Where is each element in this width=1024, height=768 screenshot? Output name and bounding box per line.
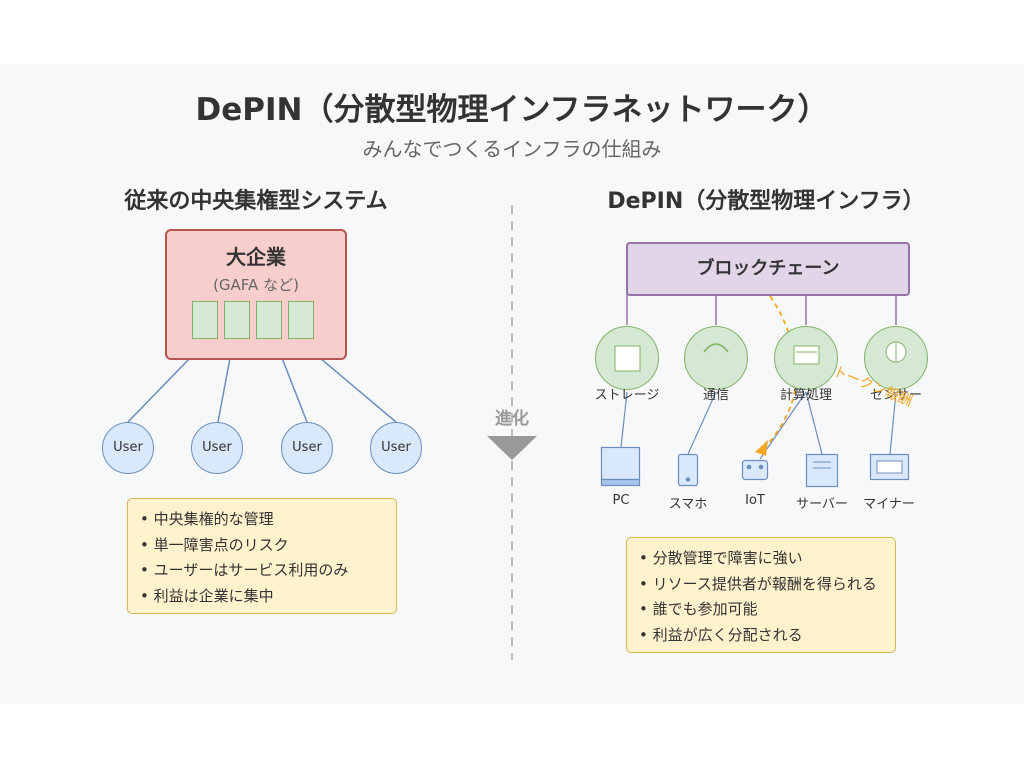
- storage-icon: [614, 345, 641, 372]
- left-section-title: 従来の中央集権型システム: [124, 189, 388, 214]
- blockchain-box: ブロックチェーン: [626, 242, 910, 296]
- node-storage: [595, 326, 659, 390]
- enterprise-block: [256, 301, 282, 339]
- left-note-item: 利益は企業に集中: [140, 584, 396, 610]
- left-note-item: ユーザーはサービス利用のみ: [140, 558, 396, 584]
- left-note-item: 単一障害点のリスク: [140, 533, 396, 559]
- signal-icon: [703, 343, 729, 353]
- token-arrowhead-icon: [755, 440, 768, 456]
- right-notes: 分散管理で障害に強い リソース提供者が報酬を得られる 誰でも参加可能 利益が広く…: [626, 537, 896, 653]
- node-sensor: [864, 326, 928, 390]
- user-node: User: [191, 422, 243, 474]
- enterprise-block: [192, 301, 218, 339]
- pc-icon: [600, 446, 641, 487]
- smartphone-icon: [677, 453, 699, 487]
- right-note-item: リソース提供者が報酬を得られる: [639, 572, 895, 598]
- right-note-item: 利益が広く分配される: [639, 623, 895, 649]
- left-notes: 中央集権的な管理 単一障害点のリスク ユーザーはサービス利用のみ 利益は企業に集…: [127, 498, 397, 614]
- connector-user-2: [217, 357, 231, 423]
- connector-user-1: [127, 357, 191, 423]
- user-node: User: [281, 422, 333, 474]
- connector-device-pc: [620, 391, 628, 448]
- miner-icon: [869, 453, 910, 481]
- right-section-title: DePIN（分散型物理インフラ）: [607, 189, 925, 214]
- right-note-item: 誰でも参加可能: [639, 597, 895, 623]
- enterprise-subtitle: (GAFA など): [213, 276, 299, 294]
- page-subtitle: みんなでつくるインフラの仕組み: [362, 137, 662, 161]
- user-node: User: [102, 422, 154, 474]
- connector-device-server: [805, 391, 823, 455]
- device-label: サーバー: [796, 497, 848, 512]
- sensor-icon: [885, 341, 907, 363]
- node-label: 計算処理: [779, 388, 832, 403]
- left-note-item: 中央集権的な管理: [140, 507, 396, 533]
- compute-icon: [793, 345, 820, 365]
- token-reward-arrow: [761, 295, 797, 452]
- connector-device-miner: [889, 391, 897, 455]
- user-node: User: [370, 422, 422, 474]
- connector-user-3: [281, 357, 308, 423]
- device-label: マイナー: [863, 497, 915, 512]
- device-label: PC: [612, 493, 630, 508]
- connector-device-iot: [759, 391, 807, 460]
- node-compute: [774, 326, 838, 390]
- connector-device-phone: [687, 391, 717, 455]
- enterprise-block: [224, 301, 250, 339]
- node-communication: [684, 326, 748, 390]
- blockchain-connectors: [626, 294, 897, 325]
- server-icon: [805, 453, 839, 488]
- enterprise-block: [288, 301, 314, 339]
- node-label: 通信: [702, 388, 729, 403]
- page-title: DePIN（分散型物理インフラネットワーク）: [195, 92, 829, 128]
- connector-user-4: [319, 357, 397, 423]
- device-label: スマホ: [668, 497, 708, 512]
- enterprise-name: 大企業: [226, 245, 286, 269]
- enterprise-box: 大企業 (GAFA など): [165, 229, 347, 360]
- user-connectors: [127, 357, 397, 423]
- evolution-label: 進化: [495, 409, 529, 429]
- device-label: IoT: [745, 493, 765, 508]
- node-label: センサー: [869, 388, 922, 403]
- node-label: ストレージ: [594, 388, 660, 403]
- right-note-item: 分散管理で障害に強い: [639, 546, 895, 572]
- iot-icon: [741, 459, 769, 481]
- device-connectors: [620, 391, 897, 460]
- evolution-arrow-icon: [487, 436, 537, 460]
